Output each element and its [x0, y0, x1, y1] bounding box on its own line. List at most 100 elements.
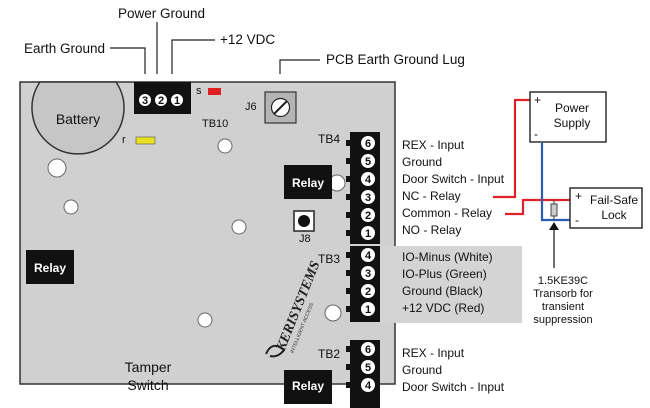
relay-left-label: Relay	[34, 261, 66, 275]
tb10-pin-circle	[138, 93, 152, 107]
transorb-pointer-arrow	[549, 222, 559, 230]
tb2-pins: 6 5 4	[360, 341, 376, 393]
tb4-terminal-label: Common - Relay	[402, 206, 492, 220]
tb10-label: TB10	[202, 118, 228, 130]
tb4-terminal-label: NO - Relay	[402, 223, 461, 237]
tb4-pin-circle	[360, 135, 376, 151]
lock-label-1: Fail-Safe	[590, 193, 638, 207]
tb2-pin-circle	[360, 359, 376, 375]
relay-tb4-label: Relay	[292, 176, 324, 190]
wire-psu-minus-to-lock-minus	[540, 143, 571, 222]
transorb-note-2: Transorb for	[533, 288, 593, 300]
tb2-pin-circle	[360, 377, 376, 393]
relay-tb2-label: Relay	[292, 379, 324, 393]
tb4-pin-circle	[360, 225, 376, 241]
transorb-component	[550, 203, 558, 217]
tb4-pins: 6 5 4 3 2 1	[360, 135, 376, 241]
wires	[493, 98, 571, 222]
tb3-pin: 4	[365, 250, 372, 262]
r-label: r	[122, 134, 126, 146]
tb3-pin: 3	[365, 268, 371, 280]
psu-label-1: Power	[555, 101, 589, 115]
j8-label: J8	[299, 233, 311, 245]
tb3-terminal-label: IO-Minus (White)	[402, 250, 493, 264]
s-label: s	[196, 85, 202, 97]
tb4-pin: 6	[365, 138, 371, 150]
r-led	[135, 136, 156, 145]
tb10-pin: 3	[142, 95, 148, 107]
tb3-terminal-label: +12 VDC (Red)	[402, 301, 484, 315]
power-supply-box	[529, 91, 607, 143]
s-led	[208, 88, 221, 95]
j6-label: J6	[245, 101, 257, 113]
battery-label: Battery	[56, 111, 100, 127]
psu-label-2: Supply	[554, 116, 591, 130]
tamper-label-1: Tamper	[125, 359, 172, 375]
wire-common-to-lock-plus	[505, 198, 571, 216]
tb4-label: TB4	[318, 132, 340, 146]
tb3-pin-circle	[360, 265, 376, 281]
tb4-block	[350, 132, 380, 244]
tb4-terminal-label: Ground	[402, 155, 442, 169]
tb4-pin: 5	[365, 156, 371, 168]
lug-screw-slot	[273, 100, 288, 115]
tb10-pin: 1	[174, 95, 180, 107]
relay-tb2	[284, 370, 332, 404]
tamper-label-2: Switch	[127, 377, 168, 393]
mounting-holes	[47, 138, 346, 328]
lock-box	[569, 187, 643, 229]
wire-nc-to-psu-plus	[493, 98, 530, 199]
power-ground-callout: Power Ground	[118, 6, 205, 21]
tb3-pin: 2	[365, 286, 371, 298]
tb4-pin-circle	[360, 189, 376, 205]
tb3-terminal-label: Ground (Black)	[402, 284, 483, 298]
tb2-terminal-label: Door Switch - Input	[402, 380, 505, 394]
tb2-pin-circle	[360, 341, 376, 357]
circuit-board	[19, 81, 396, 385]
j8-switch-cap	[298, 215, 310, 227]
transorb-note-4: suppression	[533, 314, 592, 326]
tb4-pin-circle	[360, 207, 376, 223]
tb10-pin-circle	[154, 93, 168, 107]
callout-leaders	[110, 22, 320, 74]
tb3-pins: 4 3 2 1	[360, 247, 376, 317]
tb3-label: TB3	[318, 252, 340, 266]
tb10-pin-circle	[170, 93, 184, 107]
logo-swoosh	[265, 344, 286, 358]
pcb-lug-callout: PCB Earth Ground Lug	[326, 52, 465, 67]
transorb-note-1: 1.5KE39C	[538, 275, 588, 287]
tb3-terminal-label: IO-Plus (Green)	[402, 267, 487, 281]
tb4-pin-circle	[360, 171, 376, 187]
tb4-pin: 2	[365, 210, 371, 222]
tb3-highlight	[378, 246, 522, 323]
tb2-terminal-label: REX - Input	[402, 346, 465, 360]
psu-minus: -	[534, 127, 538, 141]
battery	[31, 81, 125, 155]
lock-minus: -	[575, 213, 579, 227]
earth-ground-callout: Earth Ground	[24, 41, 105, 56]
tb4-terminal-label: Door Switch - Input	[402, 172, 505, 186]
tb2-terminal-label: Ground	[402, 363, 442, 377]
tb2-pin: 6	[365, 344, 371, 356]
transorb-note-3: transient	[542, 301, 584, 313]
tb3-pin-circle	[360, 283, 376, 299]
tb2-label: TB2	[318, 347, 340, 361]
tb4-pin: 1	[365, 228, 371, 240]
tb2-pin: 5	[365, 362, 371, 374]
tb4-terminal-label: REX - Input	[402, 138, 465, 152]
tb3-pin: 1	[365, 304, 371, 316]
tb10-pin: 2	[158, 95, 164, 107]
lock-label-2: Lock	[601, 208, 627, 222]
tb4-pin: 4	[365, 174, 372, 186]
tb2-pin: 4	[365, 380, 372, 392]
tb4-pin: 3	[365, 192, 371, 204]
lock-plus: +	[575, 189, 582, 203]
tb3-pin-circle	[360, 301, 376, 317]
tb3-pin-circle	[360, 247, 376, 263]
tb4-terminal-label: NC - Relay	[402, 189, 461, 203]
plus12vdc-callout: +12 VDC	[220, 32, 275, 47]
